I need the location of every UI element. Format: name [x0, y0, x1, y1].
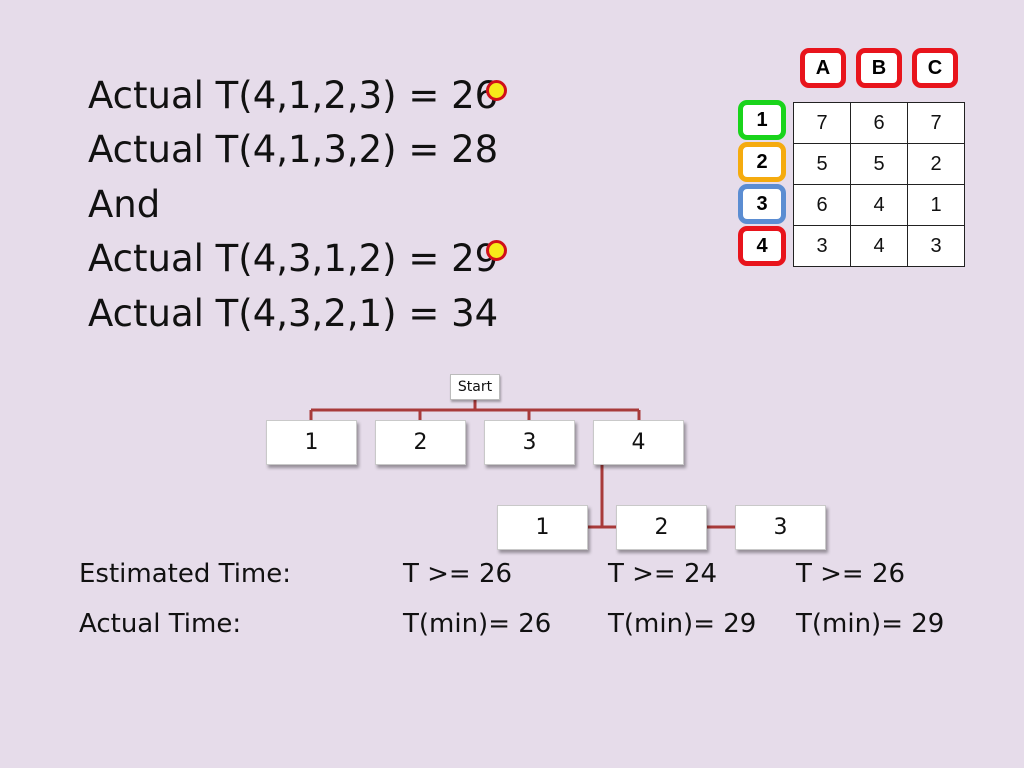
marker-dot-icon	[486, 80, 507, 101]
matrix-cell: 2	[907, 143, 965, 185]
tree-child-2: 2	[616, 505, 707, 550]
column-label-c: C	[912, 48, 958, 88]
matrix-row-1: 7 6 7	[793, 102, 965, 144]
estimated-time-label: Estimated Time:	[79, 559, 291, 589]
row-label-3: 3	[738, 184, 786, 224]
estimated-time-value: T >= 24	[608, 559, 718, 589]
matrix-cell: 5	[793, 143, 851, 185]
matrix-row-2: 5 5 2	[793, 143, 965, 185]
actual-time-value: T(min)= 29	[608, 609, 757, 639]
tree-node-3: 3	[484, 420, 575, 465]
tree-child-3: 3	[735, 505, 826, 550]
tree-node-4: 4	[593, 420, 684, 465]
estimated-time-value: T >= 26	[403, 559, 513, 589]
statement-5: Actual T(4,3,2,1) = 34	[88, 292, 499, 335]
row-label-4: 4	[738, 226, 786, 266]
matrix-cell: 7	[907, 102, 965, 144]
tree-child-1: 1	[497, 505, 588, 550]
matrix-cell: 6	[793, 184, 851, 226]
cost-matrix: 7 6 7 5 5 2 6 4 1 3 4 3	[793, 102, 965, 267]
actual-time-value: T(min)= 29	[796, 609, 945, 639]
row-label-1: 1	[738, 100, 786, 140]
actual-time-label: Actual Time:	[79, 609, 242, 639]
matrix-row-4: 3 4 3	[793, 225, 965, 267]
marker-dot-icon	[486, 240, 507, 261]
matrix-cell: 3	[907, 225, 965, 267]
statement-3: And	[88, 183, 161, 226]
statement-2: Actual T(4,1,3,2) = 28	[88, 128, 499, 171]
statement-4: Actual T(4,3,1,2) = 29	[88, 237, 499, 280]
matrix-row-3: 6 4 1	[793, 184, 965, 226]
matrix-cell: 4	[850, 225, 908, 267]
tree-node-1: 1	[266, 420, 357, 465]
matrix-cell: 5	[850, 143, 908, 185]
estimated-time-value: T >= 26	[796, 559, 906, 589]
column-label-a: A	[800, 48, 846, 88]
tree-node-2: 2	[375, 420, 466, 465]
matrix-cell: 4	[850, 184, 908, 226]
matrix-cell: 6	[850, 102, 908, 144]
tree-root-start: Start	[450, 374, 500, 400]
column-label-b: B	[856, 48, 902, 88]
matrix-cell: 1	[907, 184, 965, 226]
actual-time-value: T(min)= 26	[403, 609, 552, 639]
row-label-2: 2	[738, 142, 786, 182]
statement-1: Actual T(4,1,2,3) = 26	[88, 74, 499, 117]
